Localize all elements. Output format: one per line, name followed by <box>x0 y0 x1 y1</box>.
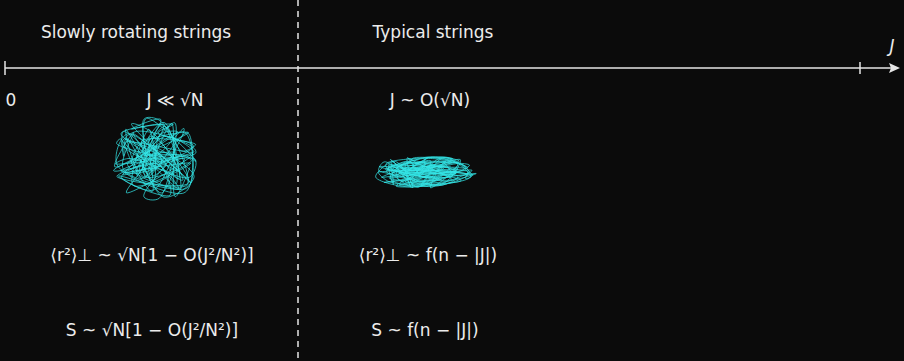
label: J <box>889 36 894 56</box>
label: Typical strings <box>373 22 494 42</box>
label: J ≪ √N <box>146 90 203 110</box>
axis-tick <box>4 61 6 75</box>
label: 0 <box>6 90 17 110</box>
label: ⟨r²⟩⊥ ~ √N[1 − O(J²/N²)] <box>50 245 253 265</box>
axis-arrow <box>889 63 900 73</box>
string-scribbles <box>114 117 477 200</box>
divider-line <box>297 0 299 361</box>
label: S ~ f(n − |J|) <box>371 320 478 340</box>
string-scribble <box>114 117 197 200</box>
label: ⟨r²⟩⊥ ~ f(n − |J|) <box>359 245 497 265</box>
axis-tick <box>859 62 861 74</box>
label: S ~ √N[1 − O(J²/N²)] <box>66 320 238 340</box>
string-scribble <box>376 157 477 188</box>
label: Slowly rotating strings <box>41 22 231 42</box>
label: J ~ O(√N) <box>390 90 470 110</box>
axis-line <box>5 67 893 69</box>
